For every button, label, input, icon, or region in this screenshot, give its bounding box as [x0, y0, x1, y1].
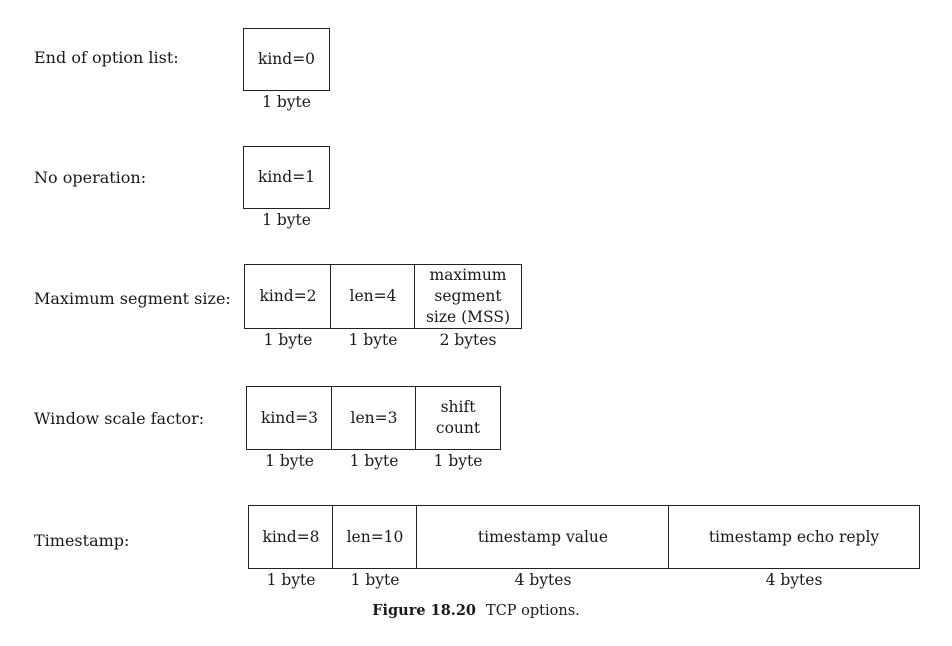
option-label-timestamp: Timestamp:: [34, 531, 130, 550]
size-kind-0: 1 byte: [262, 93, 311, 111]
field-shift-count: shift count: [415, 386, 501, 450]
option-label-window-scale: Window scale factor:: [34, 409, 205, 428]
field-kind-0: kind=0: [243, 28, 330, 91]
field-kind-2: kind=2: [244, 264, 332, 329]
option-label-mss: Maximum segment size:: [34, 289, 231, 308]
size-timestamp-echo-reply: 4 bytes: [765, 571, 823, 589]
field-timestamp-echo-reply: timestamp echo reply: [668, 505, 920, 569]
size-timestamp-value: 4 bytes: [514, 571, 572, 589]
size-shift-count: 1 byte: [433, 452, 483, 470]
field-timestamp-value: timestamp value: [416, 505, 670, 569]
field-len-3: len=3: [331, 386, 417, 450]
size-kind-1: 1 byte: [262, 211, 311, 229]
size-kind-8: 1 byte: [266, 571, 316, 589]
size-mss-value: 2 bytes: [439, 331, 497, 349]
size-len-4: 1 byte: [348, 331, 398, 349]
field-kind-8: kind=8: [248, 505, 334, 569]
figure-caption-text: TCP options.: [486, 603, 580, 619]
size-kind-3: 1 byte: [265, 452, 314, 470]
field-len-4: len=4: [330, 264, 416, 329]
field-len-10: len=10: [332, 505, 418, 569]
field-kind-3: kind=3: [246, 386, 333, 450]
figure-number: Figure 18.20: [372, 602, 477, 619]
option-label-end-of-list: End of option list:: [34, 48, 179, 67]
field-kind-1: kind=1: [243, 146, 330, 209]
size-len-10: 1 byte: [350, 571, 400, 589]
figure-caption: Figure 18.20 TCP options.: [0, 602, 952, 619]
option-label-no-operation: No operation:: [34, 168, 147, 187]
size-kind-2: 1 byte: [263, 331, 313, 349]
size-len-3: 1 byte: [349, 452, 399, 470]
field-mss-value: maximum segment size (MSS): [414, 264, 522, 329]
